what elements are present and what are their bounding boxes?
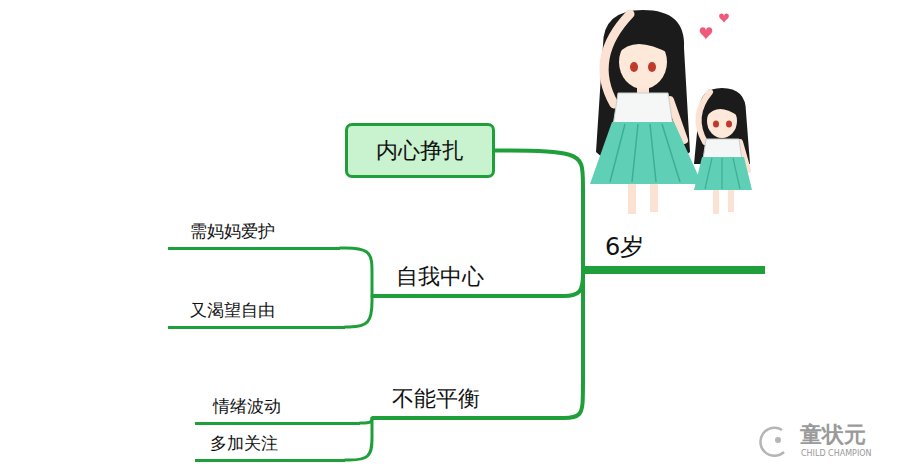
leg — [713, 190, 719, 214]
shirt — [613, 93, 673, 126]
branch-line — [340, 248, 372, 296]
node-text: 不能平衡 — [392, 385, 560, 413]
bangs — [707, 98, 738, 116]
girl-figure — [694, 88, 752, 214]
bangs — [618, 27, 670, 54]
leg — [628, 184, 636, 214]
watermark-text: CHILD CHAMPION — [801, 449, 872, 458]
skirt-pleats — [610, 124, 680, 182]
node-text: 情绪波动 — [213, 396, 360, 417]
eye — [726, 121, 732, 128]
branch-line — [345, 296, 372, 327]
girl-figure — [590, 10, 702, 214]
sub-topic: 需妈妈爱护 — [168, 221, 340, 249]
node-text: 内心挣扎 — [376, 137, 464, 165]
sub-topic: 多加关注 — [195, 433, 345, 461]
branch-topic: 自我中心 — [372, 263, 560, 299]
branch-line — [495, 151, 583, 271]
sub-topic: 又渴望自由 — [168, 300, 345, 328]
node-text: 需妈妈爱护 — [190, 221, 340, 242]
node-text: 多加关注 — [210, 433, 345, 454]
eye — [713, 121, 719, 128]
heart — [700, 27, 713, 39]
skirt — [590, 122, 702, 184]
sub-topic: 情绪波动 — [195, 396, 360, 424]
hearts — [700, 13, 729, 39]
leg — [650, 184, 658, 212]
heart — [719, 13, 729, 23]
branch-line — [560, 270, 583, 296]
leg — [728, 190, 734, 212]
node-text: 又渴望自由 — [190, 300, 345, 321]
watermark: CHILD CHAMPION — [801, 449, 872, 458]
eye — [648, 62, 656, 72]
logo-dot — [775, 437, 781, 443]
topic-box: 内心挣扎 — [345, 123, 495, 178]
watermark-text: 童状元 — [800, 422, 866, 447]
skirt — [694, 157, 752, 190]
branch-line — [560, 270, 583, 418]
branch-line — [360, 418, 372, 423]
root-topic: 6岁 — [583, 232, 765, 274]
eye — [630, 62, 638, 72]
skirt-pleats — [705, 158, 740, 189]
watermark-logo — [760, 428, 784, 456]
shirt — [703, 139, 742, 160]
branch-topic: 不能平衡 — [372, 385, 560, 421]
node-text: 6岁 — [605, 232, 765, 262]
watermark: 童状元 — [800, 420, 866, 450]
node-text: 自我中心 — [396, 263, 560, 291]
logo-swirl — [760, 428, 784, 456]
